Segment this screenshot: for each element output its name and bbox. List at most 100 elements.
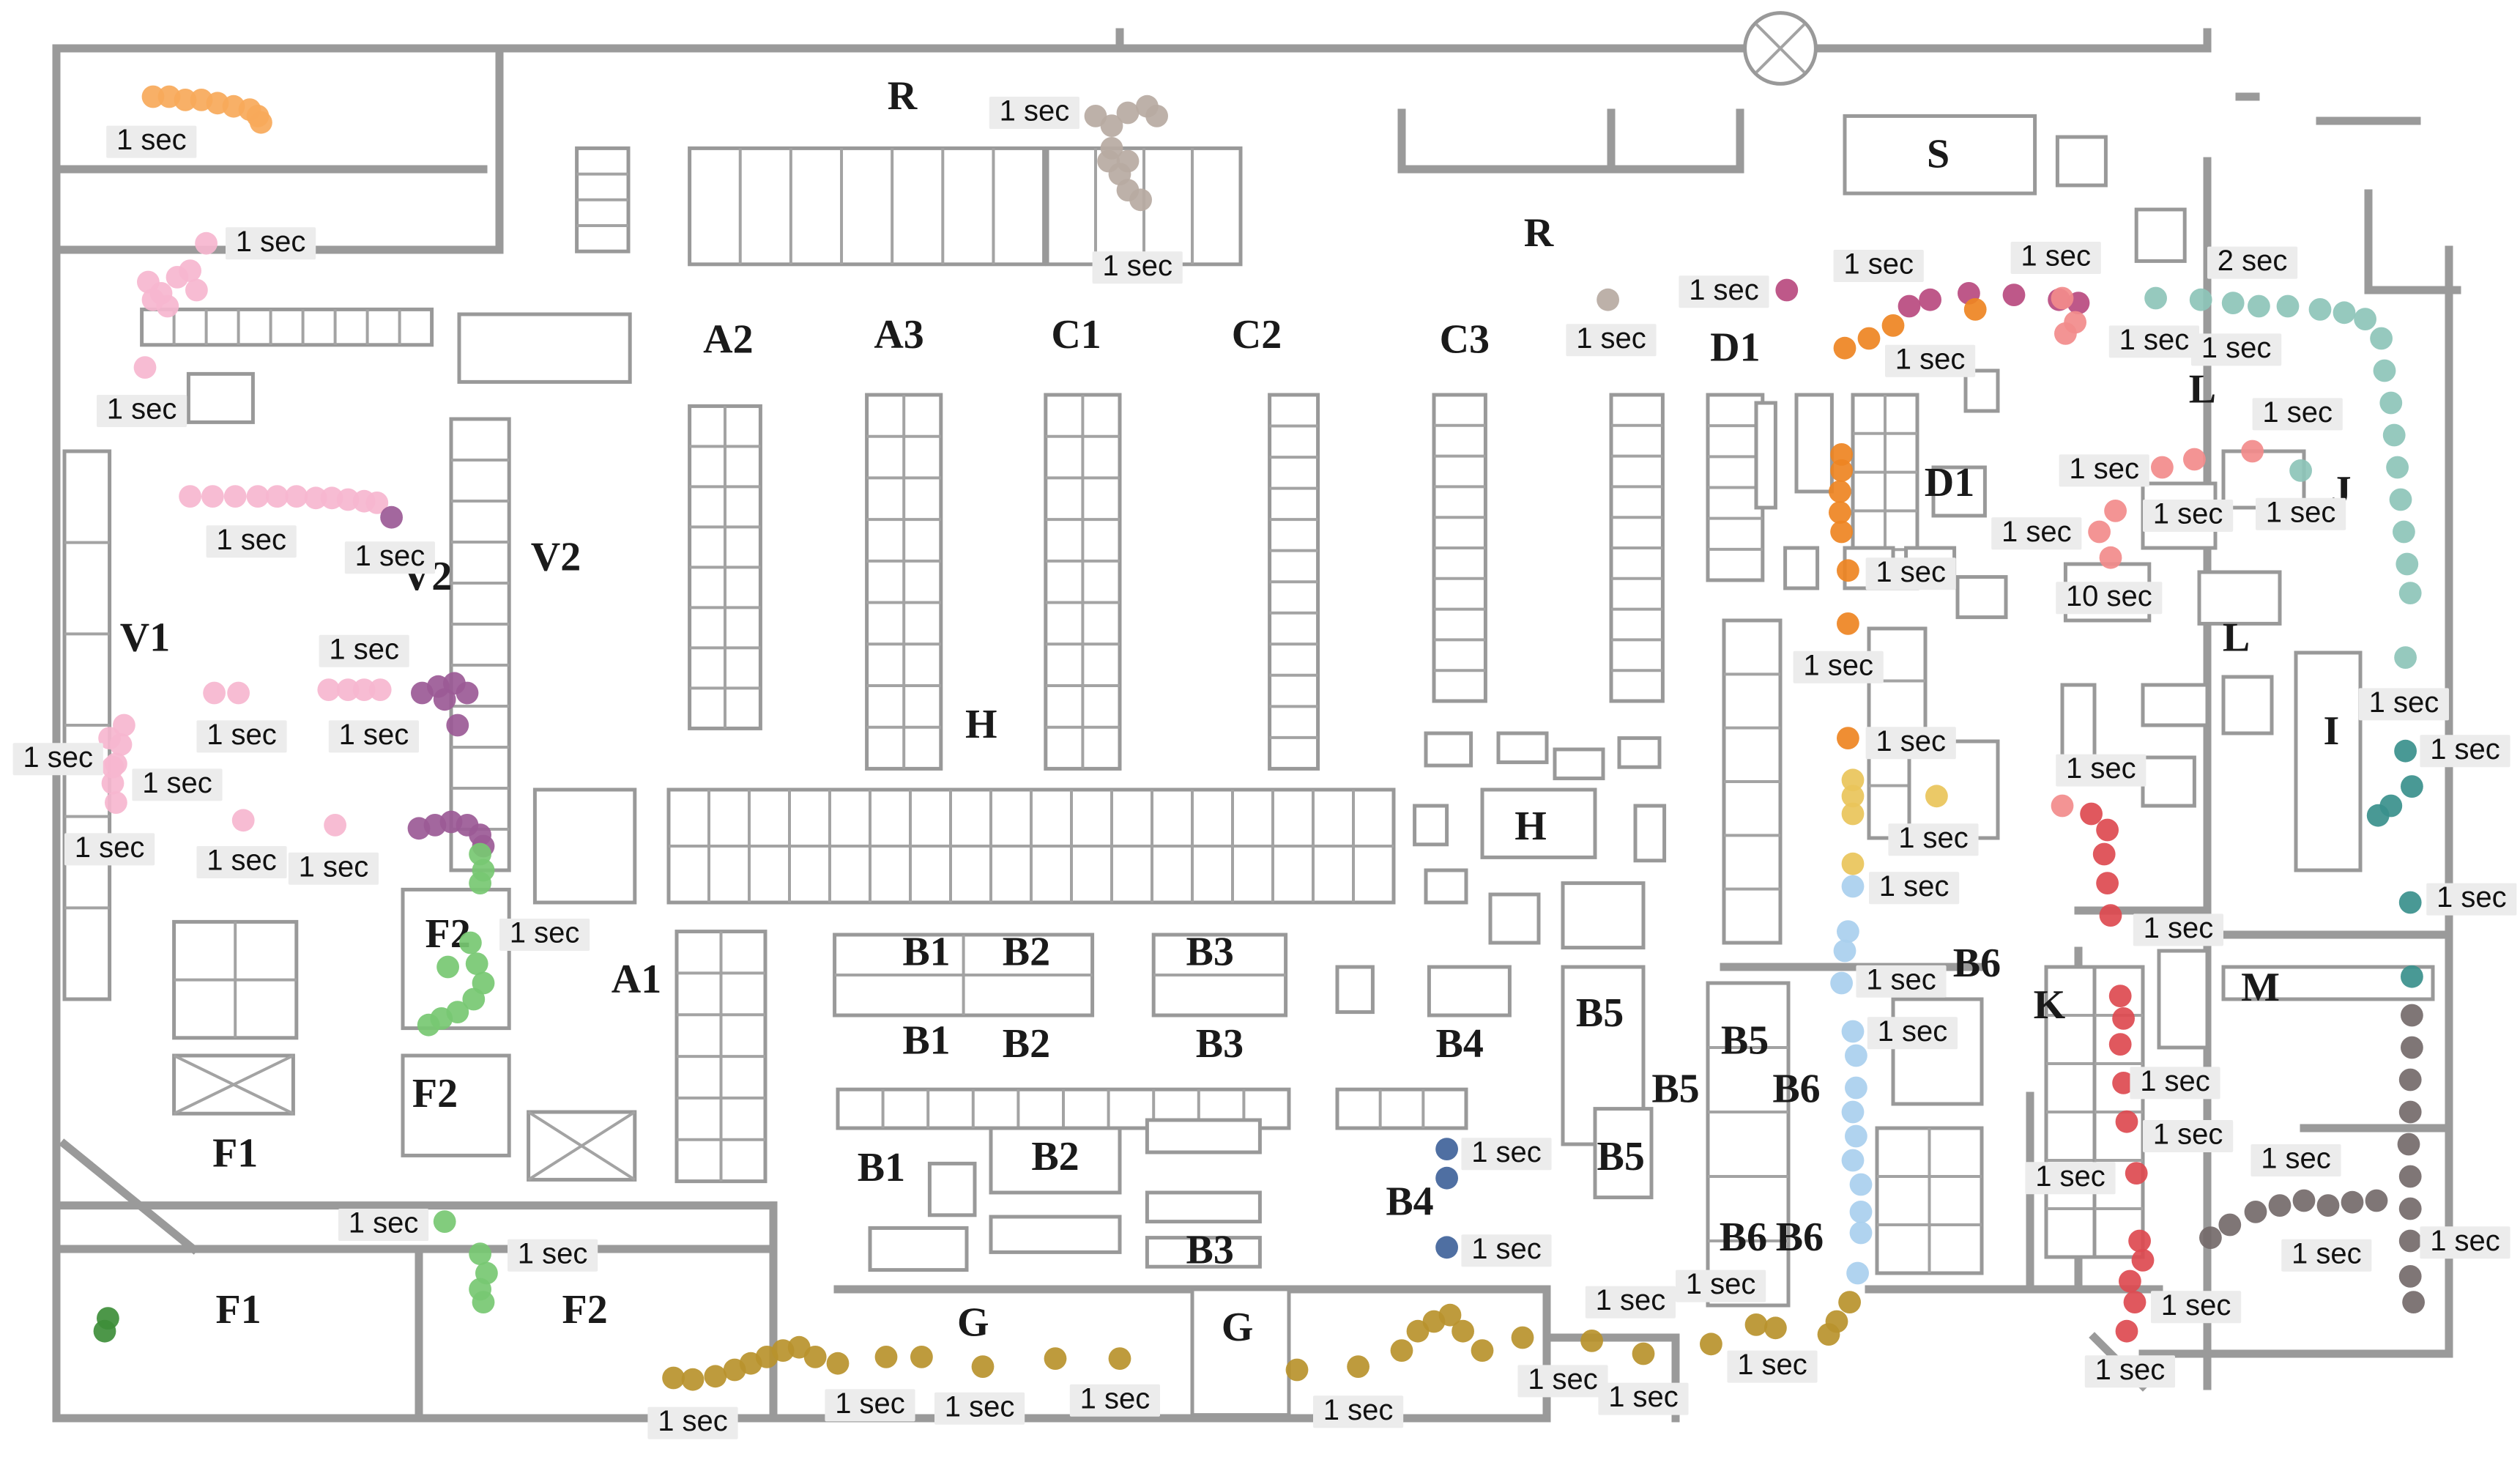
zone-label: C2 bbox=[1232, 312, 1282, 357]
duration-label-text: 2 sec bbox=[2218, 245, 2288, 277]
zone-label: R bbox=[888, 73, 918, 119]
duration-label-bg bbox=[2191, 333, 2282, 366]
storage-box bbox=[1794, 393, 1834, 494]
duration-label-text: 1 sec bbox=[116, 124, 187, 156]
duration-label-bg bbox=[12, 743, 103, 776]
trajectory-dot bbox=[1435, 1138, 1458, 1160]
storage-box bbox=[1891, 997, 1984, 1106]
duration-label-bg bbox=[132, 768, 223, 801]
duration-label-bg bbox=[2250, 1144, 2341, 1176]
duration-label-text: 1 sec bbox=[2161, 1289, 2231, 1322]
trajectory-dot bbox=[2289, 459, 2313, 482]
trajectory-dot bbox=[1849, 1201, 1873, 1223]
duration-label: 1 sec bbox=[2143, 1119, 2234, 1152]
wall-segment bbox=[1397, 108, 1616, 174]
wall-segment bbox=[59, 1138, 199, 1255]
fan-symbol-line bbox=[1755, 23, 1806, 74]
zone-label: B1 bbox=[902, 929, 950, 974]
trajectory-dot bbox=[1849, 1173, 1873, 1196]
duration-label: 1 sec bbox=[2256, 496, 2346, 530]
trajectory-dot bbox=[93, 1319, 116, 1343]
duration-label-bg bbox=[1865, 557, 1956, 590]
trajectory-dot bbox=[1837, 559, 1859, 582]
trajectory-dot bbox=[910, 1346, 933, 1368]
trajectory-dot bbox=[2221, 292, 2245, 314]
duration-label-bg bbox=[344, 541, 435, 574]
trajectory-dot bbox=[317, 678, 341, 701]
duration-label-text: 1 sec bbox=[207, 719, 277, 751]
storage-box bbox=[1843, 114, 2037, 196]
storage-box bbox=[1413, 804, 1449, 847]
storage-box bbox=[2157, 949, 2209, 1050]
duration-label-bg bbox=[2143, 1120, 2234, 1152]
trajectory-dot bbox=[2268, 1194, 2292, 1217]
storage-box bbox=[868, 1226, 969, 1272]
trajectory-dot bbox=[352, 678, 376, 701]
duration-label-text: 10 sec bbox=[2066, 580, 2152, 612]
zone-label: B5 bbox=[1721, 1017, 1769, 1063]
trajectory-dot bbox=[1044, 1347, 1067, 1370]
duration-label-bg bbox=[319, 634, 409, 667]
duration-label-text: 1 sec bbox=[2001, 516, 2072, 548]
trajectory-dot bbox=[2394, 739, 2417, 763]
duration-label-text: 1 sec bbox=[329, 633, 399, 665]
trajectory-dot bbox=[2370, 327, 2393, 350]
duration-label: 1 sec bbox=[647, 1405, 738, 1439]
trajectory-dot bbox=[465, 952, 488, 975]
duration-label-text: 1 sec bbox=[1471, 1233, 1542, 1265]
trajectory-dot bbox=[1108, 1347, 1131, 1370]
trajectory-dot bbox=[2054, 322, 2077, 345]
zone-label: B2 bbox=[1031, 1134, 1079, 1179]
trajectory-dot bbox=[365, 492, 389, 514]
duration-label-text: 1 sec bbox=[1876, 725, 1946, 757]
storage-box bbox=[1190, 1287, 1291, 1417]
duration-label-text: 1 sec bbox=[2021, 240, 2091, 273]
trajectory-dot bbox=[2128, 1229, 2152, 1253]
trajectory-dot bbox=[433, 1210, 456, 1233]
trajectory-dot bbox=[1925, 785, 1948, 808]
duration-label-text: 1 sec bbox=[349, 1207, 419, 1239]
duration-label-text: 1 sec bbox=[518, 1237, 588, 1269]
trajectory-dot bbox=[1841, 802, 1865, 826]
wall-segment bbox=[1510, 108, 1744, 174]
duration-label: 1 sec bbox=[1856, 963, 1947, 998]
duration-label: 1 sec bbox=[12, 741, 103, 776]
zone-label: D1 bbox=[1710, 325, 1760, 370]
trajectory-dot bbox=[1129, 188, 1152, 212]
storage-box bbox=[2221, 965, 2435, 1001]
duration-label-bg bbox=[1679, 275, 1769, 308]
duration-label: 1 sec bbox=[2420, 733, 2510, 768]
trajectory-dot bbox=[1838, 1291, 1862, 1313]
duration-label: 1 sec bbox=[338, 1207, 429, 1241]
zone-label: B2 bbox=[1003, 1021, 1050, 1067]
duration-label: 1 sec bbox=[2056, 752, 2147, 787]
storage-box bbox=[1145, 1190, 1262, 1224]
trajectory-dot bbox=[1841, 1020, 1865, 1043]
trajectory-dot bbox=[231, 809, 255, 832]
duration-label-bg bbox=[1888, 823, 1979, 856]
duration-label-text: 1 sec bbox=[1323, 1394, 1394, 1426]
wall-segment bbox=[52, 44, 1551, 1423]
storage-box bbox=[1617, 736, 1662, 769]
trajectory-dot bbox=[446, 713, 469, 737]
duration-label: 1 sec bbox=[1885, 343, 1976, 377]
zone-label: M bbox=[2241, 965, 2280, 1010]
trajectory-dot bbox=[2401, 775, 2423, 798]
trajectory-dot bbox=[1632, 1342, 1655, 1365]
duration-label: 1 sec bbox=[2059, 453, 2149, 487]
trajectory-dot bbox=[2316, 1194, 2340, 1217]
trajectory-dot bbox=[2396, 552, 2419, 576]
storage-box bbox=[2141, 755, 2196, 808]
duration-label: 1 sec bbox=[1865, 725, 1956, 760]
trajectory-dot bbox=[1919, 288, 1942, 311]
trajectory-dot bbox=[469, 1242, 491, 1265]
duration-label-bg bbox=[1069, 1384, 1160, 1417]
trajectory-dot bbox=[1841, 875, 1865, 898]
trajectory-dot bbox=[1837, 727, 1859, 749]
trajectory-dot bbox=[1849, 1221, 1873, 1245]
duration-label-bg bbox=[2056, 754, 2147, 787]
duration-label-text: 1 sec bbox=[2066, 752, 2136, 785]
duration-label: 1 sec bbox=[1517, 1363, 1608, 1398]
trajectory-dot bbox=[1829, 480, 1851, 503]
